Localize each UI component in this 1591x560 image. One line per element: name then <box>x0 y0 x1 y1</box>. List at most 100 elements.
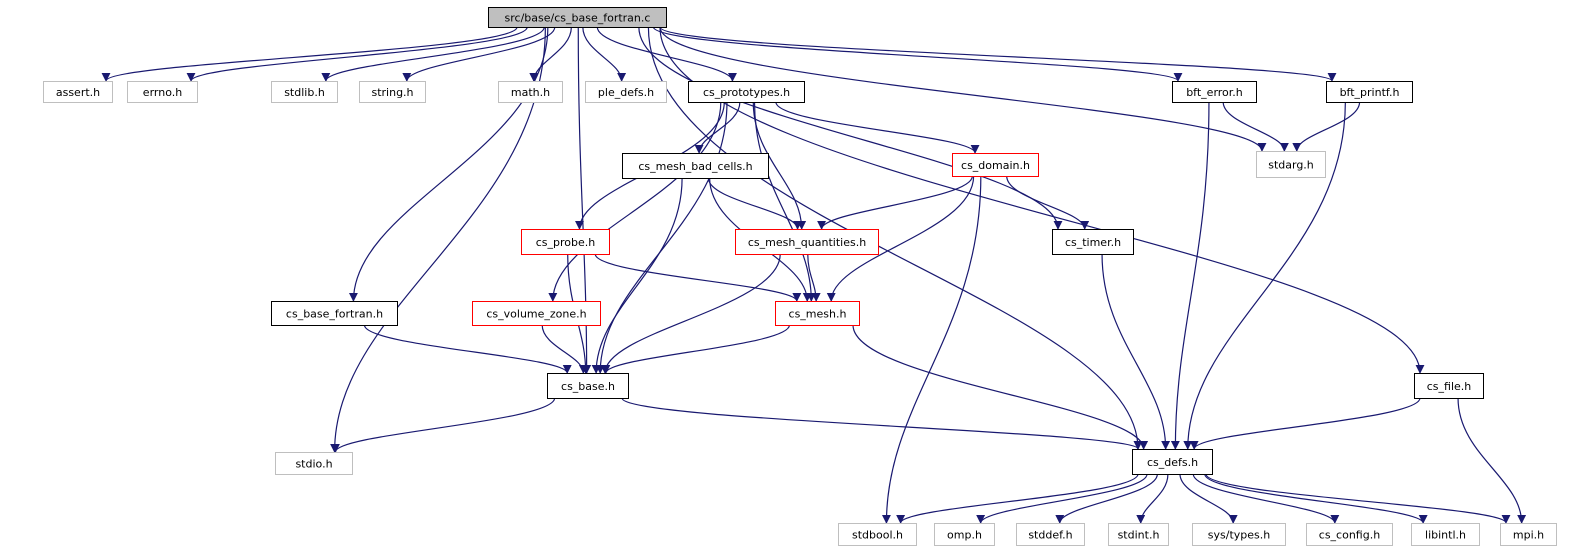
node-cs-file[interactable]: cs_file.h <box>1414 373 1484 399</box>
edge-cs_mesh_bad_cells-to-cs_base <box>591 177 683 374</box>
node-box[interactable] <box>1132 449 1213 475</box>
node-cs-base-fortran[interactable]: cs_base_fortran.h <box>271 301 398 326</box>
node-ple-defs: ple_defs.h <box>585 81 667 103</box>
edge-cs_volume_zone-to-cs_base <box>541 324 588 374</box>
edge-root-to-cs_defs <box>647 26 1143 450</box>
node-bft-printf[interactable]: bft_printf.h <box>1326 81 1413 103</box>
edge-cs_defs-to-stddef <box>1055 473 1158 524</box>
node-cs-domain[interactable]: cs_domain.h <box>952 153 1039 177</box>
node-label: mpi.h <box>1513 529 1544 542</box>
edge-cs_defs-to-sys_types <box>1179 473 1238 524</box>
node-label: cs_prototypes.h <box>703 86 790 99</box>
node-box[interactable] <box>775 301 860 326</box>
node-box[interactable] <box>952 153 1039 177</box>
edge-cs_defs-to-stdbool <box>896 473 1139 524</box>
node-box <box>1256 151 1326 178</box>
edge-bft_printf-to-cs_defs <box>1183 101 1346 450</box>
node-label: stddef.h <box>1028 529 1072 542</box>
node-box <box>838 523 917 546</box>
node-box[interactable] <box>271 301 398 326</box>
node-bft-error[interactable]: bft_error.h <box>1172 81 1257 103</box>
node-label: cs_config.h <box>1319 529 1380 542</box>
edge-root-to-cs_base_fortran <box>348 26 549 302</box>
edge-cs_defs-to-cs_config <box>1192 473 1340 524</box>
node-cs-volume-zone[interactable]: cs_volume_zone.h <box>472 301 601 326</box>
edge-cs_timer-to-cs_defs <box>1101 253 1171 450</box>
node-box[interactable] <box>472 301 601 326</box>
node-box <box>934 523 995 546</box>
node-label: cs_probe.h <box>536 236 596 249</box>
edge-root-to-cs_prototypes <box>596 26 737 82</box>
edge-cs_mesh-to-cs_base <box>601 324 791 374</box>
node-label: cs_defs.h <box>1147 456 1198 469</box>
edge-cs_domain-to-cs_mesh <box>826 175 975 302</box>
node-box[interactable] <box>1326 81 1413 103</box>
edge-cs_domain-to-cs_mesh_quantities <box>817 175 973 230</box>
node-box[interactable] <box>1414 373 1484 399</box>
node-box <box>1411 523 1480 546</box>
node-cs-probe[interactable]: cs_probe.h <box>521 229 610 255</box>
node-label: cs_mesh_quantities.h <box>748 236 866 249</box>
node-label: cs_base.h <box>561 380 615 393</box>
node-label: bft_error.h <box>1186 86 1243 99</box>
node-root[interactable]: src/base/cs_base_fortran.c <box>488 7 667 28</box>
edge-cs_mesh_bad_cells-to-cs_mesh_quantities <box>707 177 803 230</box>
edge-cs_prototypes-to-cs_domain <box>775 101 980 154</box>
node-box[interactable] <box>688 81 805 103</box>
edge-cs_prototypes-to-cs_mesh_bad_cells <box>694 101 741 154</box>
node-box[interactable] <box>521 229 610 255</box>
node-label: math.h <box>511 86 550 99</box>
edge-root-to-string <box>402 26 556 82</box>
node-box[interactable] <box>1052 229 1134 255</box>
edge-root-to-errno <box>186 26 528 82</box>
edge-cs_base_fortran-to-cs_base <box>363 324 572 374</box>
edge-root-to-stdarg <box>659 26 1267 152</box>
node-cs-prototypes[interactable]: cs_prototypes.h <box>688 81 805 103</box>
node-cs-base[interactable]: cs_base.h <box>547 373 629 399</box>
edge-root-to-math <box>529 26 572 82</box>
node-box <box>1306 523 1393 546</box>
node-stddef: stddef.h <box>1016 523 1085 546</box>
node-label: src/base/cs_base_fortran.c <box>505 12 651 25</box>
node-stdlib: stdlib.h <box>271 81 338 103</box>
node-box[interactable] <box>735 229 879 255</box>
node-box <box>359 81 426 103</box>
node-box[interactable] <box>547 373 629 399</box>
node-label: cs_mesh_bad_cells.h <box>638 160 752 173</box>
node-label: libintl.h <box>1425 529 1466 542</box>
node-label: cs_base_fortran.h <box>286 308 383 321</box>
edge-cs_file-to-cs_defs <box>1189 397 1421 450</box>
node-cs-mesh-bad-cells[interactable]: cs_mesh_bad_cells.h <box>622 153 769 179</box>
edge-bft_printf-to-stdarg <box>1292 101 1361 152</box>
edge-cs_base-to-stdio <box>331 397 556 453</box>
node-cs-defs[interactable]: cs_defs.h <box>1132 449 1213 475</box>
edge-bft_error-to-stdarg <box>1222 101 1289 152</box>
node-box[interactable] <box>488 7 667 28</box>
node-box <box>585 81 667 103</box>
node-label: sys/types.h <box>1208 529 1270 542</box>
edge-cs_mesh_quantities-to-cs_mesh <box>807 253 821 302</box>
edge-cs_prototypes-to-cs_base <box>595 101 728 374</box>
edge-cs_defs-to-libintl <box>1204 473 1428 524</box>
edge-root-to-assert <box>101 26 518 82</box>
node-box[interactable] <box>1172 81 1257 103</box>
node-label: errno.h <box>143 86 182 99</box>
node-cs-mesh-quantities[interactable]: cs_mesh_quantities.h <box>735 229 879 255</box>
node-box <box>271 81 338 103</box>
node-cs-mesh[interactable]: cs_mesh.h <box>775 301 860 326</box>
node-box <box>1500 523 1557 546</box>
node-cs-config: cs_config.h <box>1306 523 1393 546</box>
node-label: cs_file.h <box>1427 380 1472 393</box>
node-string: string.h <box>359 81 426 103</box>
edge-root-to-cs_base <box>577 26 592 374</box>
edge-cs_prototypes-to-cs_mesh <box>753 101 816 302</box>
node-label: stdint.h <box>1118 529 1160 542</box>
node-label: ple_defs.h <box>598 86 654 99</box>
node-cs-timer[interactable]: cs_timer.h <box>1052 229 1134 255</box>
node-box[interactable] <box>622 153 769 179</box>
node-omp: omp.h <box>934 523 995 546</box>
node-stdarg: stdarg.h <box>1256 151 1326 178</box>
node-label: cs_domain.h <box>961 159 1030 172</box>
